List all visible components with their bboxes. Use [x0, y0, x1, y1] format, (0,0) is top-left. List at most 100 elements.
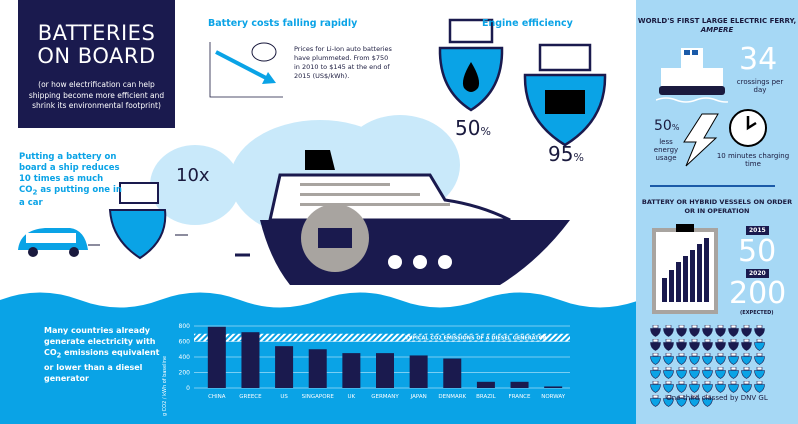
countries-text-a: Many countries already generate electric…: [44, 326, 156, 357]
energy-sign: %: [671, 123, 680, 132]
bar-china: [207, 326, 226, 388]
x-tick-label: BRAZIL: [476, 394, 497, 400]
vessel-icon: [689, 353, 700, 365]
expected-label: (EXPECTED): [740, 310, 774, 316]
energy-pct: 50: [654, 118, 672, 134]
vessel-icon: [650, 339, 661, 351]
vessel-icon: [728, 367, 739, 379]
car-comparison-text: Putting a battery on board a ship reduce…: [19, 152, 124, 209]
bar-france: [510, 381, 529, 388]
y-axis-label: g CO2 / kWh of baseline: [162, 356, 168, 416]
oil-drop-icon: [462, 62, 480, 92]
cost-trend-icon: [209, 42, 283, 98]
factor-label: 10x: [176, 165, 210, 186]
y-tick-label: 600: [179, 339, 191, 346]
vessel-icon: [663, 353, 674, 365]
bar-germany: [376, 353, 394, 388]
costs-heading: Battery costs falling rapidly: [208, 18, 358, 29]
vessel-icon: [715, 381, 726, 393]
falling-arrow-icon: [215, 50, 271, 82]
vessels-2020-count: 200: [729, 276, 787, 311]
vessel-icon: [741, 381, 752, 393]
vessel-icon: [676, 381, 687, 393]
ferry-heading-a: WORLD'S FIRST LARGE ELECTRIC FERRY,: [637, 17, 797, 25]
vessel-icon: [741, 325, 752, 337]
vessel-icon: [676, 353, 687, 365]
diesel-ship-icon: [438, 18, 504, 112]
vessel-icon: [728, 381, 739, 393]
small-ship-icon: [108, 182, 188, 260]
electric-ship-icon: [523, 43, 607, 147]
energy-saving: 50%: [654, 118, 679, 134]
ferry-name: AMPERE: [700, 26, 734, 34]
vessel-icon: [741, 367, 752, 379]
vessel-icon: [650, 381, 661, 393]
pct-sign: %: [573, 151, 584, 164]
vessel-icon: [650, 367, 661, 379]
crossings-count: 34: [739, 42, 778, 77]
car-text-sub: 2: [32, 187, 38, 197]
electric-pct: 95: [548, 142, 574, 166]
y-tick-label: 400: [179, 354, 191, 361]
bar-denmark: [443, 358, 462, 388]
diesel-pct: 50: [455, 116, 481, 140]
bar-japan: [409, 355, 428, 388]
vessels-footer: One-third classed by DNV GL: [666, 394, 768, 402]
vessel-icon: [702, 395, 713, 407]
countries-text-sub: 2: [56, 351, 62, 360]
cruise-ship-illustration: [235, 150, 570, 285]
energy-label: less energy usage: [653, 138, 679, 162]
ferry-icon: [656, 48, 728, 103]
car-text-b: as putting one in a car: [19, 185, 122, 208]
year-2020-badge: 2020: [746, 269, 769, 278]
vessel-icon: [728, 353, 739, 365]
vessels-heading: BATTERY OR HYBRID VESSELS ON ORDER OR IN…: [641, 198, 793, 215]
vessel-icon: [702, 339, 713, 351]
y-tick-label: 200: [179, 370, 191, 377]
vessels-2015-count: 50: [738, 234, 777, 269]
countries-text: Many countries already generate electric…: [44, 325, 164, 384]
vessel-icon: [754, 353, 765, 365]
engine-heading: Engine efficiency: [482, 18, 573, 29]
y-tick-label: 800: [179, 323, 191, 330]
electric-efficiency: 95%: [548, 142, 584, 166]
vessel-icon: [689, 367, 700, 379]
pct-sign: %: [480, 125, 491, 138]
vessel-icon: [663, 325, 674, 337]
vessel-icon: [728, 325, 739, 337]
year-2015-badge: 2015: [746, 226, 769, 235]
emissions-bar-chart: g CO2 / kWh of baseline 0200400600800TYP…: [162, 323, 570, 416]
clipboard-chart-icon: [652, 224, 718, 314]
x-tick-label: UK: [348, 394, 356, 400]
subtitle: (or how electrification can help shippin…: [28, 80, 165, 110]
vessel-icon: [676, 395, 687, 407]
x-tick-label: GREECE: [239, 394, 262, 400]
vessel-icon: [676, 325, 687, 337]
title-line2: ON BOARD: [37, 44, 156, 68]
x-tick-label: GERMANY: [371, 394, 399, 400]
bar-singapore: [308, 349, 327, 388]
vessel-icon: [702, 367, 713, 379]
right-panel: WORLD'S FIRST LARGE ELECTRIC FERRY, AMPE…: [636, 0, 798, 424]
vessel-icon: [689, 395, 700, 407]
vessel-icon: [650, 325, 661, 337]
title-line1: BATTERIES: [37, 21, 156, 45]
x-tick-label: SINGAPORE: [302, 394, 335, 400]
cloud-small: [150, 145, 240, 225]
clock-icon: [729, 109, 767, 147]
crossings-label: crossings per day: [736, 78, 784, 94]
x-tick-label: DENMARK: [438, 394, 466, 400]
diesel-band: [194, 333, 570, 342]
lightning-icon: [683, 113, 719, 167]
bar-brazil: [476, 381, 495, 388]
divider: [650, 185, 775, 187]
vessel-icon: [741, 353, 752, 365]
x-tick-label: JAPAN: [410, 394, 427, 400]
vessel-icon-grid: [650, 325, 776, 407]
vessel-icon: [676, 367, 687, 379]
vessel-icon: [702, 325, 713, 337]
bar-norway: [544, 386, 563, 388]
battery-icon: [318, 228, 352, 248]
x-tick-label: FRANCE: [509, 394, 531, 400]
